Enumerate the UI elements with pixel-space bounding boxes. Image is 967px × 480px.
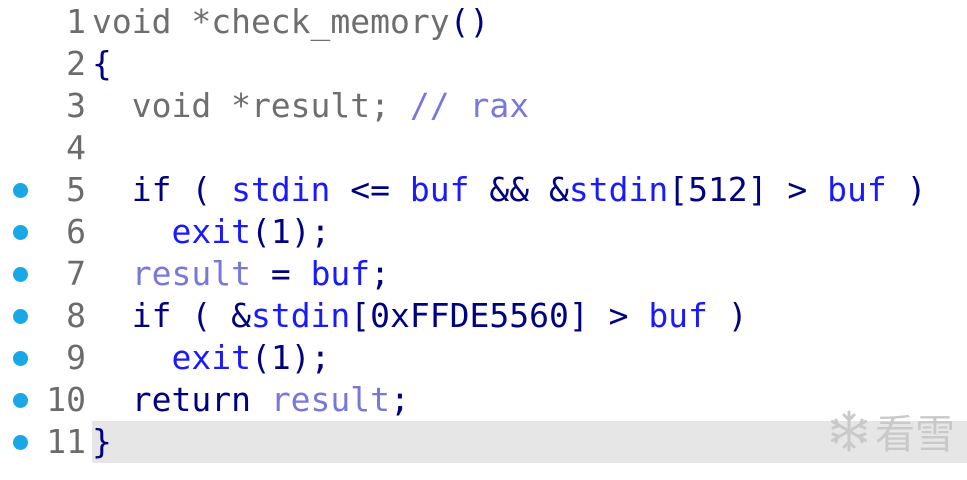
breakpoint-icon[interactable]: [13, 183, 28, 198]
line-number: 8: [66, 296, 86, 335]
breakpoint-icon[interactable]: [13, 225, 28, 240]
code-token: (1);: [250, 212, 331, 251]
code-text[interactable]: void *check_memory(): [92, 1, 967, 43]
code-token: buf: [310, 254, 371, 293]
code-text[interactable]: {: [92, 43, 967, 85]
code-token: (): [449, 2, 490, 41]
code-text[interactable]: if ( &stdin[0xFFDE5560] > buf ): [92, 295, 967, 337]
code-token: ): [707, 296, 748, 335]
code-token: buf: [827, 170, 887, 209]
line-number: 9: [66, 338, 86, 377]
breakpoint-icon[interactable]: [13, 267, 28, 282]
code-token: <=: [330, 170, 410, 209]
line-number: 6: [66, 212, 86, 251]
snowflake-icon: [827, 409, 871, 453]
code-line[interactable]: 10 return result;: [0, 379, 967, 421]
code-token: void *check_memory: [92, 2, 450, 41]
line-number: 4: [66, 128, 86, 167]
code-text[interactable]: return result;: [92, 379, 967, 421]
code-token: if (: [92, 170, 232, 209]
breakpoint-icon[interactable]: [13, 435, 28, 450]
code-token: (1);: [250, 338, 331, 377]
code-token: // rax: [409, 86, 530, 125]
code-text[interactable]: exit(1);: [92, 211, 967, 253]
code-token: =: [250, 254, 311, 293]
code-line[interactable]: 5 if ( stdin <= buf && &stdin[512] > buf…: [0, 169, 967, 211]
code-token: result: [92, 254, 251, 293]
line-number: 11: [46, 422, 86, 461]
code-token: stdin: [231, 170, 331, 209]
line-number: 10: [46, 380, 86, 419]
code-line[interactable]: 3 void *result; // rax: [0, 85, 967, 127]
breakpoint-icon[interactable]: [13, 309, 28, 324]
line-number: 2: [66, 44, 86, 83]
code-area[interactable]: [90, 0, 967, 480]
code-line[interactable]: 6 exit(1);: [0, 211, 967, 253]
code-token: if ( &: [92, 296, 251, 335]
code-text[interactable]: }: [92, 421, 967, 463]
code-token: buf: [648, 296, 708, 335]
code-token: exit: [92, 338, 251, 377]
line-number: 1: [66, 2, 86, 41]
code-token: void *result;: [92, 86, 410, 125]
code-token: {: [92, 44, 112, 83]
code-token: && &: [469, 170, 569, 209]
code-token: return: [92, 380, 271, 419]
code-token: stdin: [568, 170, 669, 209]
line-number: 5: [66, 170, 86, 209]
code-token: ): [886, 170, 927, 209]
code-token: }: [92, 422, 112, 461]
code-text[interactable]: [92, 127, 967, 169]
watermark-text: 看雪: [875, 412, 955, 458]
code-token: stdin: [250, 296, 351, 335]
breakpoint-icon[interactable]: [13, 351, 28, 366]
code-token: [0xFFDE5560] >: [350, 296, 649, 335]
code-line[interactable]: 2{: [0, 43, 967, 85]
line-number: 3: [66, 86, 86, 125]
code-text[interactable]: if ( stdin <= buf && &stdin[512] > buf ): [92, 169, 967, 211]
code-token: ;: [390, 380, 410, 419]
code-text[interactable]: result = buf;: [92, 253, 967, 295]
code-text[interactable]: exit(1);: [92, 337, 967, 379]
line-number: 7: [66, 254, 86, 293]
code-line[interactable]: 8 if ( &stdin[0xFFDE5560] > buf ): [0, 295, 967, 337]
code-token: buf: [409, 170, 470, 209]
code-token: exit: [92, 212, 251, 251]
code-token: [512] >: [668, 170, 828, 209]
code-token: ;: [370, 254, 391, 293]
code-line[interactable]: 9 exit(1);: [0, 337, 967, 379]
code-line[interactable]: 11}: [0, 421, 967, 463]
code-text[interactable]: void *result; // rax: [92, 85, 967, 127]
code-token: result: [270, 380, 391, 419]
watermark: 看雪: [827, 402, 955, 460]
code-line[interactable]: 4: [0, 127, 967, 169]
breakpoint-icon[interactable]: [13, 393, 28, 408]
code-line[interactable]: 7 result = buf;: [0, 253, 967, 295]
